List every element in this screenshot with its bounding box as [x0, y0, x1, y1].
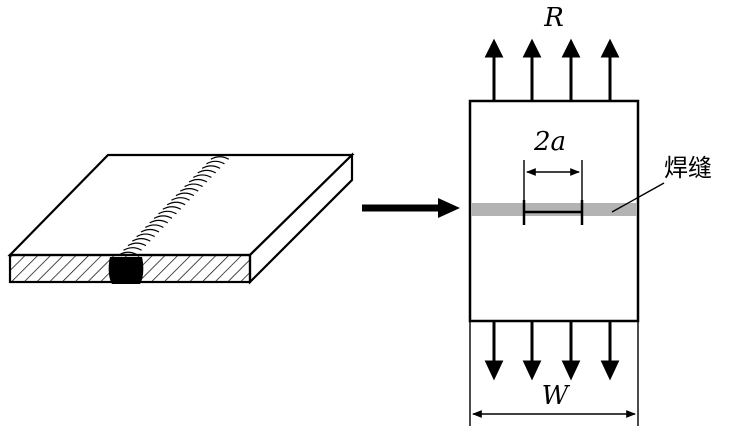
crack	[522, 200, 584, 225]
weld-ripple	[145, 224, 164, 228]
weld-band	[471, 203, 637, 216]
welded-plate	[7, 152, 355, 285]
weld-ripple	[206, 160, 225, 165]
weld-ripple	[210, 156, 230, 160]
weld-ripple	[162, 206, 182, 210]
weld-ripple	[193, 174, 212, 178]
weld-ripple	[123, 247, 142, 251]
top-load-arrows	[484, 38, 620, 101]
weld-ripple	[153, 215, 173, 219]
weld-ripple	[118, 251, 138, 256]
weld-bead-ripples	[118, 156, 230, 256]
weld-ripple	[201, 165, 221, 169]
weld-seam-label: 焊缝	[664, 154, 712, 182]
crack-dimension	[523, 160, 583, 200]
weld-ripple	[140, 228, 160, 233]
load-label: R	[543, 3, 564, 33]
weld-ripple	[188, 178, 208, 183]
bottom-load-arrows	[484, 321, 620, 381]
crack-length-label: 2a	[533, 127, 566, 157]
weld-nugget	[108, 257, 144, 284]
width-dimension	[469, 321, 639, 426]
weld-leader-line	[611, 182, 665, 213]
transform-arrow	[362, 198, 460, 218]
weld-ripple	[136, 233, 155, 238]
weld-ripple	[127, 242, 147, 247]
weld-ripple	[158, 210, 177, 215]
specimen: R 2a 焊缝	[468, 3, 712, 426]
weld-ripple	[175, 192, 195, 197]
weld-ripple	[166, 201, 186, 206]
weld-ripple	[131, 237, 151, 242]
weld-ripple	[184, 183, 203, 188]
width-label: W	[542, 381, 571, 411]
weld-ripple	[179, 187, 199, 192]
weld-ripple	[149, 219, 169, 224]
weld-ripple	[197, 169, 217, 174]
weld-ripple	[171, 197, 190, 201]
